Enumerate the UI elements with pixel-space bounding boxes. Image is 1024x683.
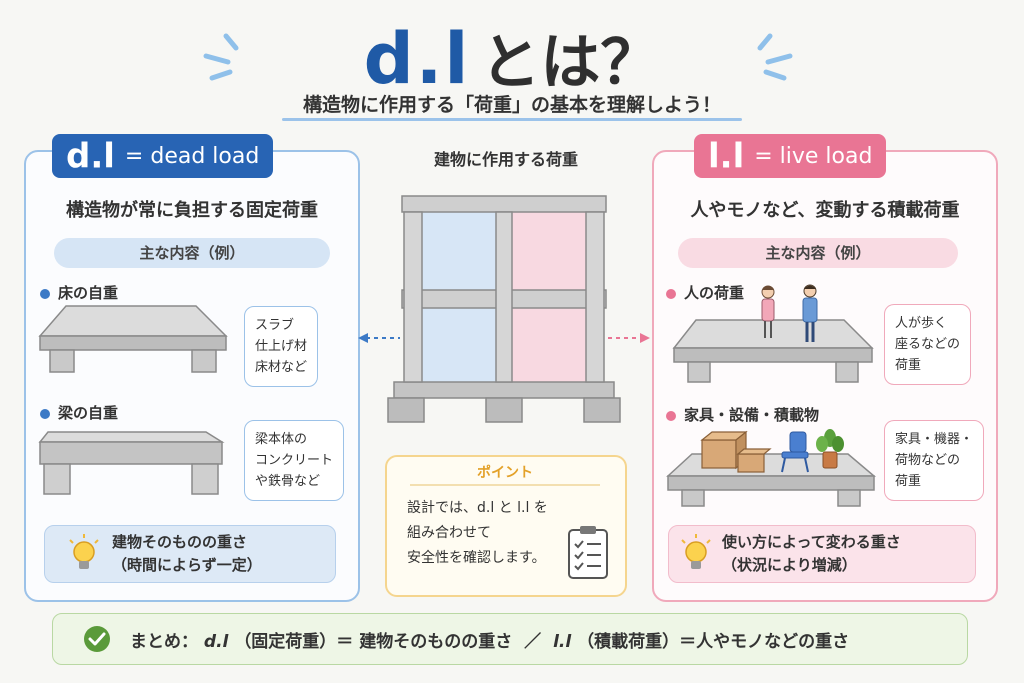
live-load-tag: l.l = live load	[694, 134, 887, 178]
floor-weight-bubble: スラブ 仕上げ材 床材など	[244, 306, 319, 387]
title-suffix: とは？	[480, 28, 661, 98]
live-load-note-text: 使い方によって変わる重さ （状況により増減）	[722, 533, 901, 574]
lightbulb-icon	[69, 534, 99, 569]
furniture-load-title: 家具・設備・積載物	[666, 404, 819, 425]
furniture-on-slab-illustration	[666, 429, 877, 507]
summary-label: まとめ：	[130, 632, 198, 652]
furniture-load-bubble: 家具・機器・ 荷物などの 荷重	[884, 420, 985, 501]
beam-weight-title: 梁の自重	[40, 402, 118, 423]
summary-ll: l.l	[553, 632, 572, 652]
bullet-dot	[666, 410, 676, 421]
right-sparkle-icon	[757, 33, 793, 81]
arrow-right-dashed	[608, 333, 650, 343]
live-load-note	[668, 525, 976, 583]
plant-icon	[816, 429, 844, 469]
beam-weight-bubble: 梁本体の コンクリート や鉄骨など	[244, 420, 345, 501]
live-load-examples-pill: 主な内容（例）	[678, 238, 958, 268]
floor-weight-title: 床の自重	[40, 282, 118, 303]
live-load-tag-sub: = live load	[754, 143, 873, 169]
point-text: 設計では、d.l と l.l を 組み合わせて 安全性を確認します。	[407, 500, 548, 566]
summary-dl-desc: （固定荷重）＝ 建物そのものの重さ	[234, 632, 513, 652]
bullet-dot	[40, 408, 50, 419]
check-circle-icon	[84, 626, 110, 652]
chair-icon	[781, 431, 809, 473]
dead-load-examples-pill: 主な内容（例）	[54, 238, 330, 268]
floor-slab-illustration	[38, 305, 228, 373]
summary-separator: ／	[524, 632, 542, 652]
building-frame-illustration	[387, 195, 621, 423]
people-load-title: 人の荷重	[666, 282, 744, 303]
page-subtitle: 構造物に作用する「荷重」の基本を理解しよう！	[302, 94, 721, 116]
center-title: 建物に作用する荷重	[433, 150, 578, 169]
summary-text: まとめ： d.l （固定荷重）＝ 建物そのものの重さ ／ l.l （積載荷重）＝…	[130, 627, 849, 652]
box-icon	[700, 430, 772, 473]
summary-bar	[52, 613, 968, 665]
dead-load-tag-sub: = dead load	[124, 143, 260, 169]
point-title: ポイント	[477, 465, 533, 481]
dead-load-tag-main: d.l	[66, 136, 115, 177]
people-on-slab-illustration	[672, 284, 874, 383]
lightbulb-icon	[681, 534, 711, 569]
beam-illustration	[38, 431, 225, 495]
woman-icon	[761, 285, 775, 338]
dead-load-subtitle: 構造物が常に負担する固定荷重	[66, 200, 318, 221]
live-load-tag-main: l.l	[708, 136, 745, 177]
bullet-dot	[666, 288, 676, 299]
bullet-dot	[40, 288, 50, 299]
live-load-subtitle: 人やモノなど、変動する積載荷重	[690, 200, 960, 221]
dead-load-note-text: 建物そのものの重さ （時間によらず一定）	[112, 533, 262, 574]
title-dl: d.l	[363, 18, 471, 100]
man-icon	[802, 284, 818, 342]
point-divider	[410, 484, 600, 486]
subtitle-underline	[282, 118, 742, 121]
dead-load-tag: d.l = dead load	[52, 134, 274, 178]
arrow-left-dashed	[358, 333, 400, 343]
summary-ll-desc: （積載荷重）＝人やモノなどの重さ	[577, 632, 850, 652]
clipboard-checklist-icon	[568, 526, 608, 579]
left-sparkle-icon	[203, 33, 239, 81]
people-load-bubble: 人が歩く 座るなどの 荷重	[884, 304, 972, 385]
summary-dl: d.l	[203, 632, 229, 652]
